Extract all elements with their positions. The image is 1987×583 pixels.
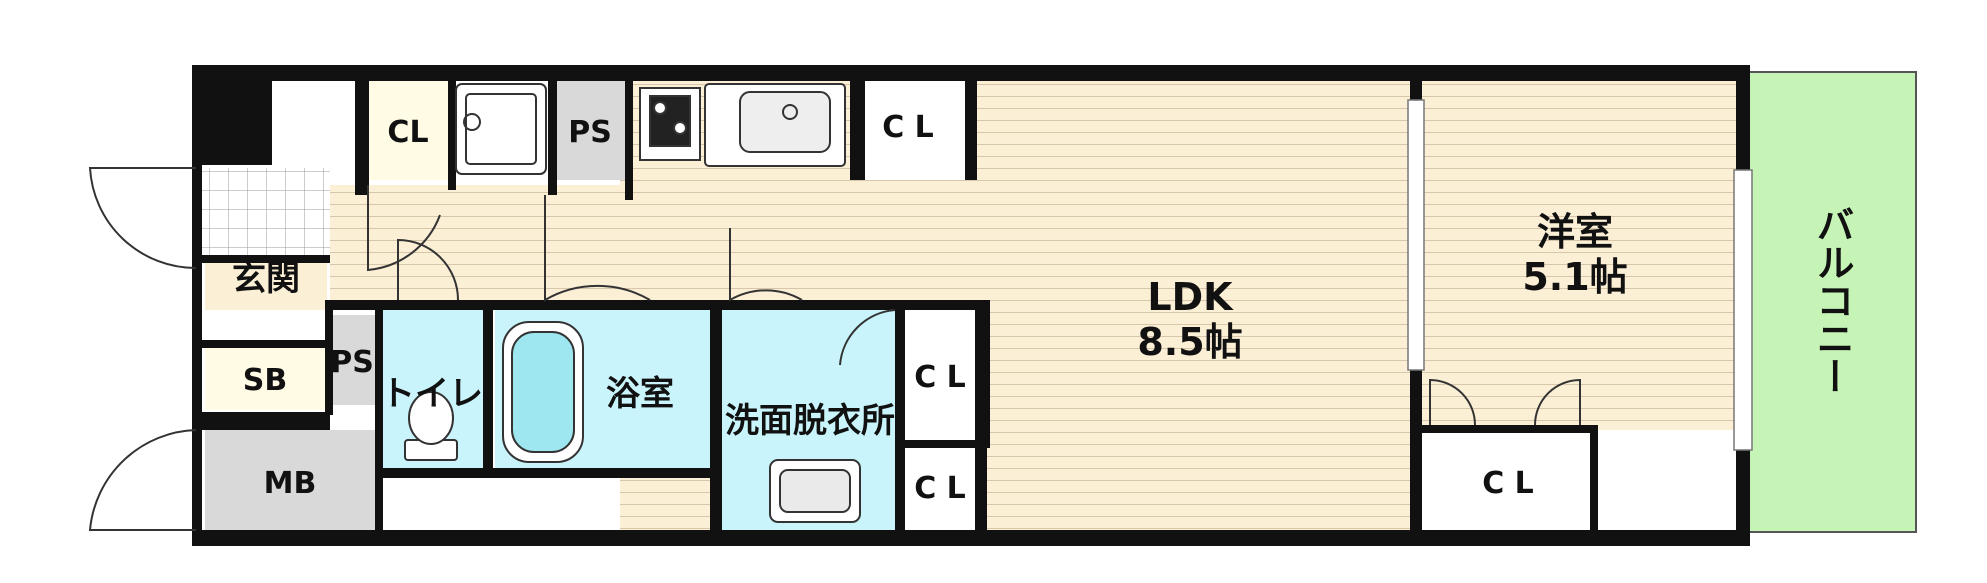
closet-2-label: C L [882,110,934,145]
sliding-door-ldk [1407,99,1425,371]
pipe-space-2-box [330,315,375,405]
closet-3-door-swing [839,309,896,366]
ldk-size-label: 8.5帖 [1137,320,1242,364]
washbasin-icon [769,459,861,523]
pipe-space-2-label: PS [330,345,374,380]
closet-4-label: C L [914,471,966,506]
washroom-label: 洗面脱衣所 [725,401,895,441]
kitchen-corridor-floor [330,185,770,300]
balcony-label: バルコニー [1810,205,1854,395]
bath-door-swing [544,195,651,302]
toilet-door-swing [397,238,459,301]
meter-box-label: MB [264,466,317,501]
washroom-door-swing [729,228,803,302]
toilet-label: トイレ [381,374,483,414]
ldk-name-label: LDK [1147,275,1234,319]
pipe-space-1-label: PS [568,115,612,150]
stove-icon [639,87,701,161]
toilet-icon [404,391,458,461]
closet-5-label: C L [1482,466,1534,501]
closet-2-box [850,80,965,180]
western-room-floor [1418,80,1736,430]
shoe-box-area [205,345,325,410]
closet-4-box [900,445,980,530]
entrance-label: 玄関 [232,259,300,299]
pipe-space-1-box [555,80,625,180]
bathroom-label: 浴室 [606,374,674,414]
sliding-window-balcony [1733,169,1753,451]
closet-1-label: CL [387,115,428,150]
closet-1-box [368,80,448,180]
front-door-swing [88,167,197,270]
western-room-size-label: 5.1帖 [1522,255,1627,299]
closet-5-door-swing-right [1534,378,1581,426]
western-room-name-label: 洋室 [1537,210,1613,254]
bathtub-icon [502,321,584,463]
mb-door-swing [88,429,197,531]
sink-icon [704,83,846,167]
closet-5-door-swing-left [1429,378,1476,426]
washer-pan-icon [455,83,547,175]
closet-1-door-swing [367,185,441,272]
closet-5-box [1418,430,1598,530]
entrance-floor [205,260,327,310]
closet-3-label: C L [914,360,966,395]
closet-3-box [900,310,980,440]
shoe-box-label: SB [243,363,287,398]
meter-box-area [205,430,380,530]
entrance-tile [200,168,330,260]
balcony-area [1747,71,1917,533]
